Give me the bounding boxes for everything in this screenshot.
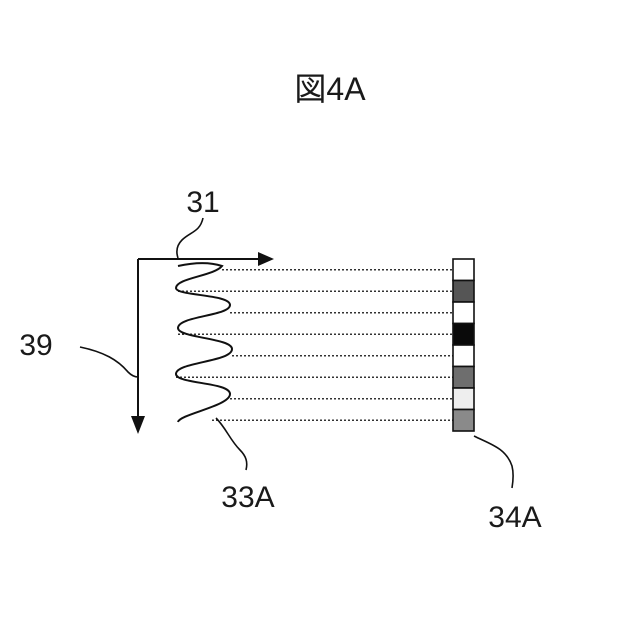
code-bar-cell	[453, 302, 474, 324]
right-arrowhead-icon	[258, 252, 274, 266]
label-31: 31	[186, 186, 219, 219]
leader-31	[177, 218, 203, 258]
projection-lines	[176, 270, 453, 421]
code-bar-cell	[453, 410, 474, 432]
code-bar-cell	[453, 367, 474, 389]
leader-39	[80, 347, 138, 377]
label-34a: 34A	[488, 501, 541, 534]
leader-34a	[474, 436, 513, 488]
label-33a: 33A	[221, 481, 274, 514]
code-bar-cell	[453, 259, 474, 281]
code-bar-cell	[453, 324, 474, 346]
leader-33a	[216, 418, 247, 470]
code-bar-cell	[453, 388, 474, 410]
scan-axes	[131, 252, 274, 434]
code-bar-cell	[453, 281, 474, 303]
label-39: 39	[19, 329, 52, 362]
down-arrowhead-icon	[131, 416, 145, 434]
figure-title: 図4A	[294, 71, 366, 107]
code-bar-cell	[453, 345, 474, 367]
code-bar	[453, 259, 474, 431]
signal-waveform	[176, 263, 232, 422]
